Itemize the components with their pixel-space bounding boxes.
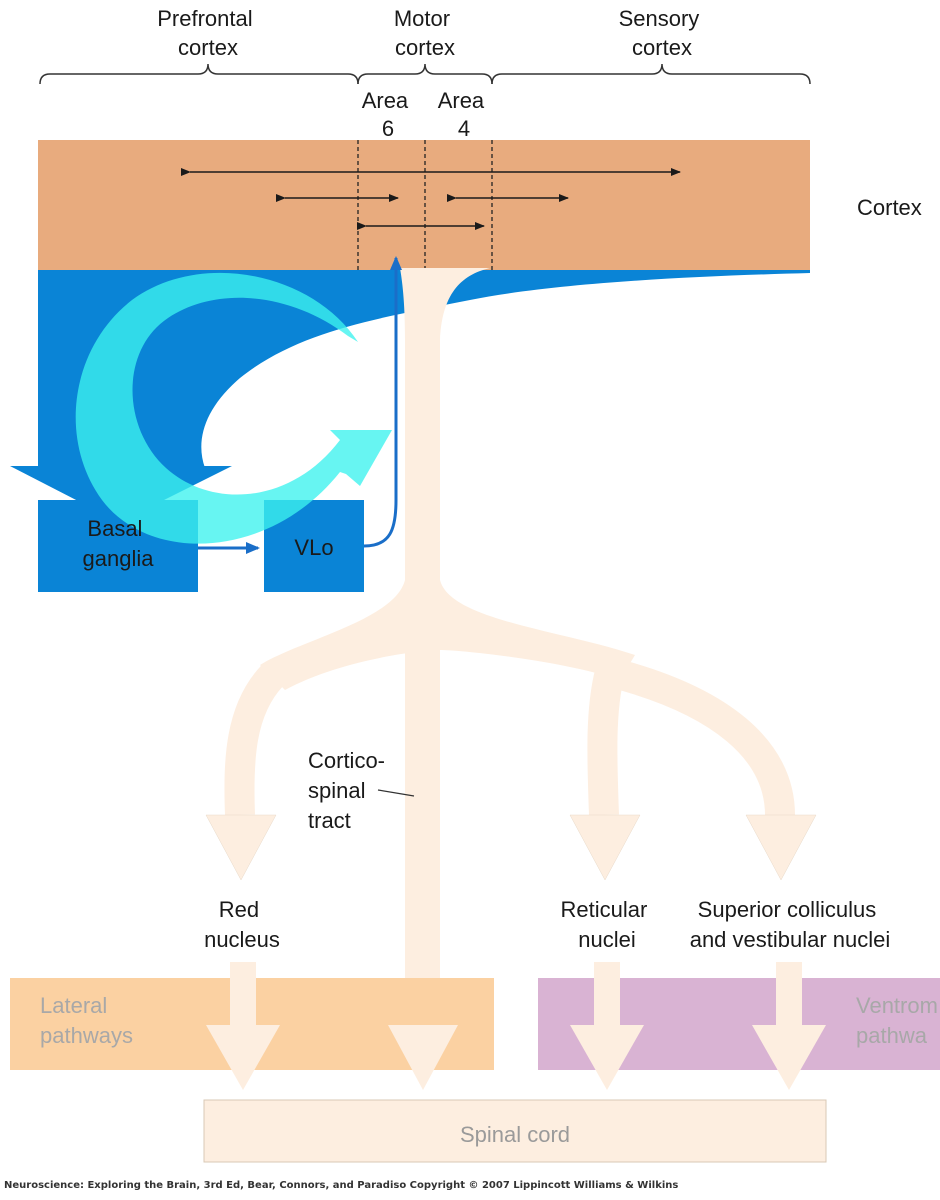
corticospinal-descend-head [388,1025,458,1090]
red-nucleus-descend-shaft [230,962,256,1027]
red-nucleus-descend-head [206,1025,280,1090]
copyright-credit: Neuroscience: Exploring the Brain, 3rd E… [4,1180,678,1191]
reticular-label: Reticular nuclei [561,897,654,952]
colliculus-branch [606,657,795,816]
motor-label: Motor cortex [394,6,456,60]
area-boundaries [357,140,493,270]
cortex-label: Cortex [857,195,922,220]
corticospinal-leader [377,789,415,797]
descending-tracts [260,268,635,1040]
spinal-cord-box [203,1099,827,1163]
area6-label: Area 6 [362,88,415,141]
reticular-arrowhead [569,814,641,881]
colliculus-descend-shaft [776,962,802,1027]
thalamocortical-path [363,256,402,548]
reticular-descend-head [570,1025,644,1090]
tract-split [260,580,635,690]
prefrontal-label: Prefrontal cortex [157,6,259,60]
colliculus-descend-head [752,1025,826,1090]
basal-ganglia-label: Basal ganglia [83,516,155,571]
region-braces [39,63,811,85]
colliculus-arrowhead [745,814,817,881]
sensory-brace [491,63,811,85]
area4-label: Area 4 [438,88,491,141]
red-nucleus-arrowhead [205,814,277,881]
motor-brace [357,63,493,85]
corticospinal-label: Cortico- spinal tract [308,748,391,833]
red-nucleus-branch [224,665,284,816]
subcortical-region [38,268,810,468]
spinal-arrows [206,962,826,1090]
tract-stem [405,575,440,1040]
red-nucleus-label: Red nucleus [204,897,280,952]
cortex-band [38,140,810,270]
branch-arrows [224,657,795,816]
vlo-label: VLo [294,535,333,560]
tract-funnel [400,268,490,580]
cortical-connections [181,168,681,230]
motor-loop-arrow [75,272,392,544]
ventromedial-pathways-label: Ventrom pathwa [856,993,940,1048]
sensory-label: Sensory cortex [619,6,706,60]
lateral-pathways-label: Lateral pathways [40,993,133,1048]
colliculus-label: Superior colliculus and vestibular nucle… [690,897,891,952]
reticular-branch [587,668,625,816]
prefrontal-brace [39,63,359,85]
branch-arrowheads [205,814,817,881]
reticular-descend-shaft [594,962,620,1027]
spinal-cord-label: Spinal cord [460,1122,570,1147]
